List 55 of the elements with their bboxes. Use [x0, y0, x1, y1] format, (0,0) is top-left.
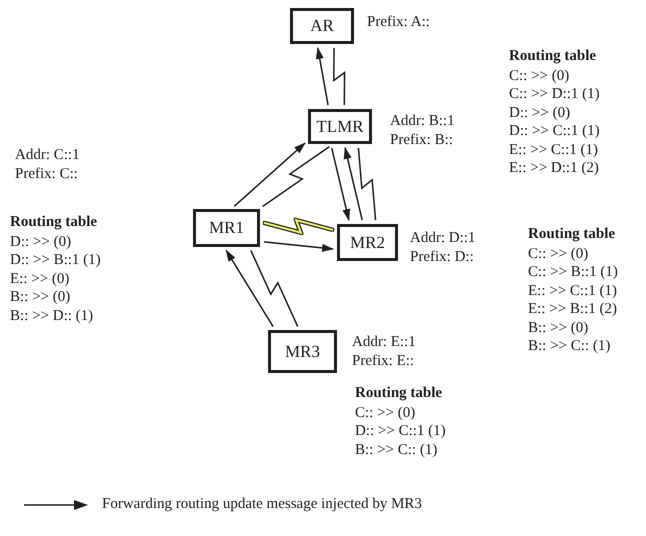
table-row-text: B:: >> D:: (1): [10, 306, 94, 325]
address-note: Prefix: B::: [390, 131, 454, 150]
table-row: D:: >> C::1 (1): [509, 122, 600, 140]
table-row-text: C:: >> (0): [528, 244, 590, 263]
legend-text: Forwarding routing update message injected by MR3: [102, 496, 422, 513]
table-row-text: D:: >> (0): [10, 232, 72, 251]
arrow: [226, 250, 274, 327]
arrow: [330, 148, 350, 222]
table-row-text: B:: >> (0): [528, 318, 590, 337]
router-name: MR2: [350, 232, 385, 252]
address-note: Addr: C::1: [15, 146, 80, 165]
table-row: C:: >> B::1 (1): [528, 263, 618, 282]
arrow: [316, 46, 329, 106]
router-box: [337, 224, 398, 261]
table-row-text: C:: >> (0): [355, 404, 416, 422]
address-note: Addr: B::1: [390, 112, 455, 131]
table-row-text: B:: >> (0): [10, 288, 72, 306]
wireless-link: [262, 146, 330, 207]
table-row: E:: >> C::1 (1): [528, 282, 618, 300]
table-row: E:: >> B::1 (2): [528, 300, 618, 318]
router-name: TLMR: [316, 116, 364, 136]
router-box: [290, 8, 354, 44]
arrow: [344, 146, 363, 220]
table-row: D:: >> C::1 (1): [355, 422, 446, 440]
arrow: [264, 241, 334, 252]
table-row: D:: >> B::1 (1): [10, 251, 101, 270]
wireless-link: [358, 148, 376, 220]
router-box: [193, 209, 260, 247]
wireless-link: [264, 218, 334, 234]
table-row-text: B:: >> C:: (1): [355, 440, 438, 459]
address-note: Addr: E::1: [352, 333, 416, 352]
table-row-text: C:: >> (0): [509, 66, 570, 85]
table-heading: Routing table: [528, 225, 616, 244]
router-name: AR: [310, 16, 334, 36]
table-heading: Routing table: [10, 213, 98, 232]
router-name: MR1: [209, 218, 244, 238]
address-note: Prefix: C::: [15, 165, 79, 184]
address-note: Prefix: A::: [367, 13, 430, 32]
address-note: Prefix: D::: [410, 248, 475, 267]
wireless-link: [333, 48, 346, 106]
table-heading: Routing table: [355, 384, 444, 402]
table-row: C:: >> D::1 (1): [509, 85, 600, 104]
address-note: Prefix: E::: [352, 352, 416, 371]
table-row-text: B:: >> C:: (1): [528, 337, 612, 356]
router-box: [308, 109, 372, 144]
table-row-text: D:: >> (0): [509, 104, 572, 122]
router-name: MR3: [285, 342, 320, 362]
table-heading: Routing table: [509, 47, 598, 66]
address-note: Addr: D::1: [410, 229, 476, 248]
table-row-text: E:: >> (0): [10, 270, 70, 288]
table-row-text: E:: >> C::1 (1): [509, 140, 599, 159]
wireless-link: [250, 250, 298, 327]
table-row: E:: >> D::1 (2): [509, 159, 600, 178]
router-box: [268, 330, 337, 373]
arrow: [234, 142, 306, 207]
